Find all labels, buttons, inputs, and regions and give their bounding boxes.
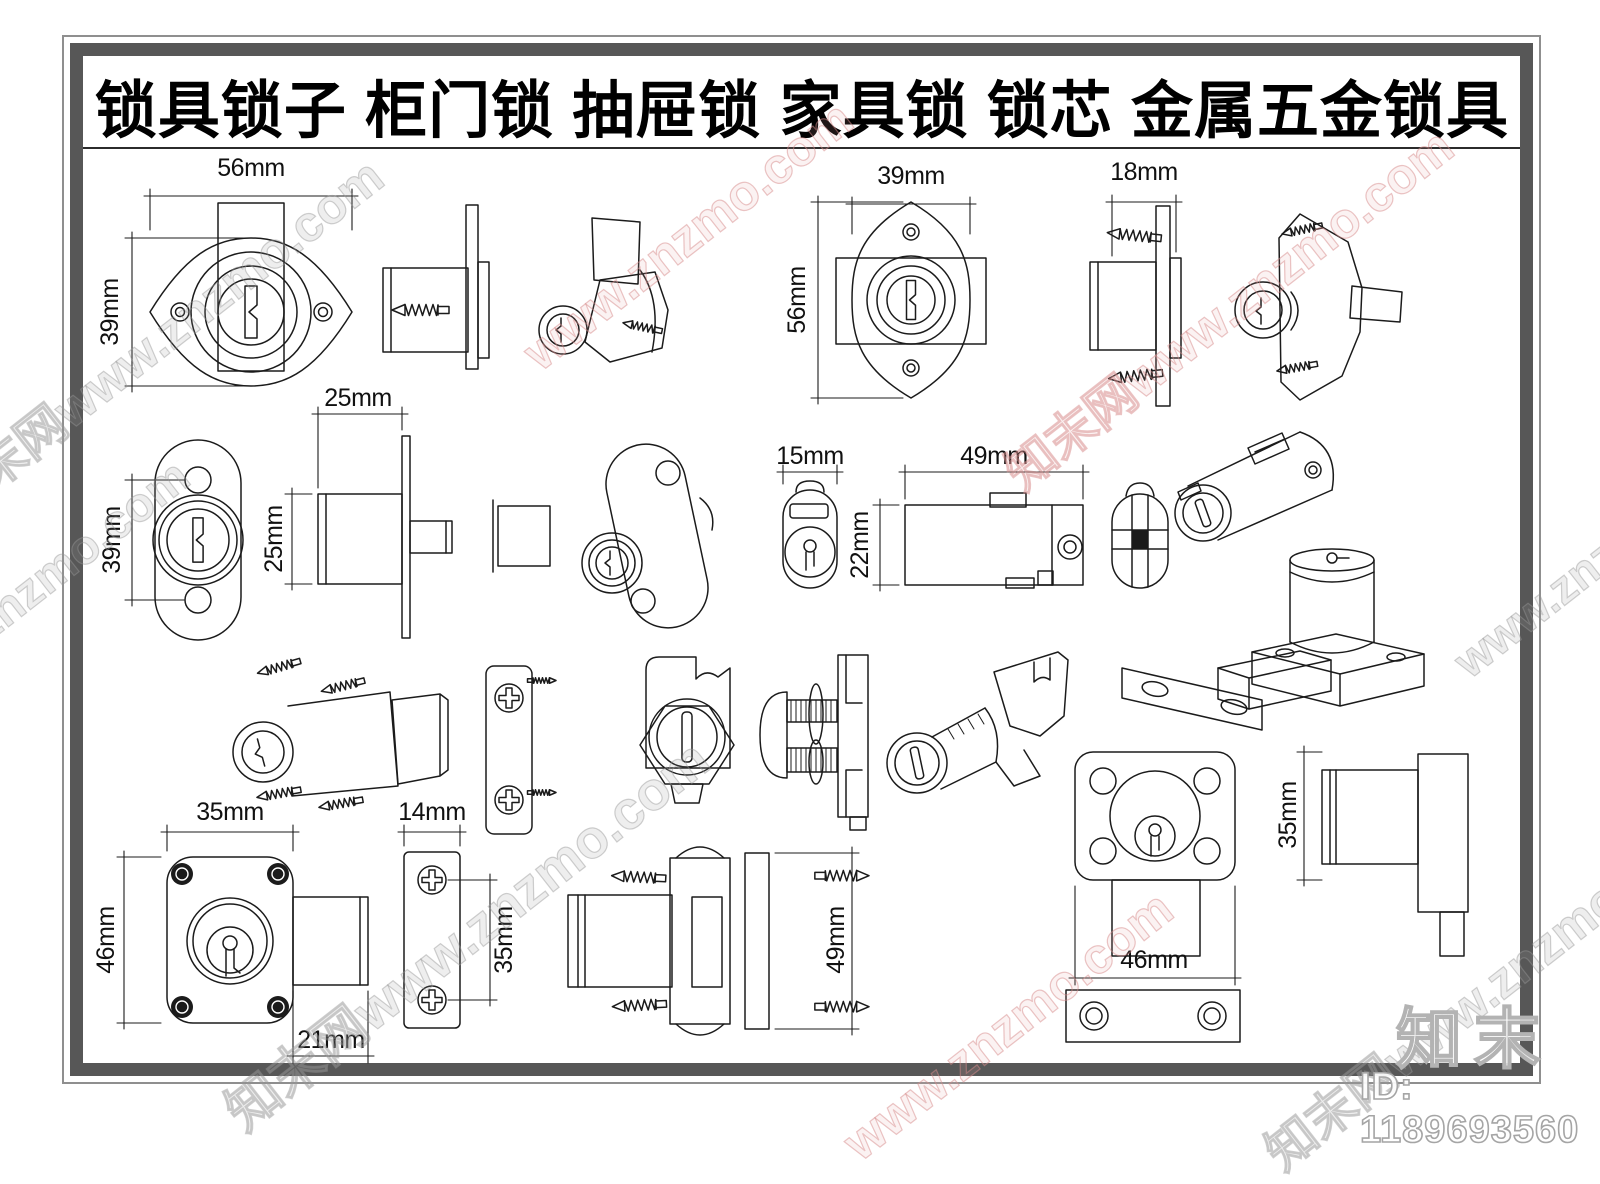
drawing-square-lock-front-2 — [1066, 752, 1241, 1042]
dim-diamond-lock-height: 39mm — [96, 278, 124, 346]
drawing-drawer-lock-3d — [1122, 549, 1424, 730]
dim-cylinder-side-depth: 18mm — [1110, 158, 1178, 186]
dim-diamond-lock-width: 56mm — [217, 154, 285, 182]
drawing-oval-lock-front — [125, 440, 243, 640]
sheet-id: ID: 1189693560 — [1359, 1065, 1580, 1152]
dim-oval-lock-height: 39mm — [98, 506, 126, 574]
drawing-drawer-lock-3d-screws — [233, 656, 448, 813]
page-title: 锁具锁子 柜门锁 抽屉锁 家具锁 锁芯 金属五金锁具 — [94, 77, 1510, 146]
dim-mini-oval-width: 15mm — [776, 442, 844, 470]
drawing-push-lock-side — [285, 407, 550, 638]
dim-side-lock-height: 49mm — [822, 906, 850, 974]
dim-lock-body-length: 49mm — [960, 442, 1028, 470]
drawing-mini-oval-face — [777, 465, 843, 588]
drawing-diamond-lock-front-vertical — [811, 196, 986, 404]
dim-push-lock-width: 25mm — [324, 384, 392, 412]
sheet-outer-border — [62, 35, 1541, 1084]
lock-drawings-canvas — [0, 0, 1600, 1125]
drawing-lock-3d-b — [1235, 214, 1402, 400]
drawing-square-lock-front — [117, 825, 374, 1063]
drawing-cam-lock-3d — [887, 652, 1068, 793]
drawing-cylinder-side-view — [1090, 195, 1182, 406]
drawing-strike-plate-front — [398, 825, 497, 1028]
drawing-lock-body-side — [873, 465, 1089, 591]
dim-bottom-lock-width: 46mm — [1120, 946, 1188, 974]
drawing-lock-side-screws — [568, 847, 870, 1035]
dim-push-lock-height: 25mm — [260, 505, 288, 573]
dim-lock-body-height: 22mm — [846, 511, 874, 579]
drawing-diamond-lock-front — [125, 189, 358, 392]
dim-bolt-width: 21mm — [297, 1026, 365, 1054]
title-divider — [83, 147, 1520, 149]
drawing-mini-oval-3d — [1112, 483, 1168, 588]
dim-vertical-diamond-height: 56mm — [783, 266, 811, 334]
dim-strike-plate-height: 35mm — [490, 906, 518, 974]
drawing-lock-side-view-2 — [1297, 746, 1468, 956]
sheet-border-band — [70, 43, 1533, 1076]
drawing-lock-3d-a — [539, 218, 668, 362]
dim-strike-plate-width: 14mm — [398, 798, 466, 826]
dim-vertical-diamond-width: 39mm — [877, 162, 945, 190]
drawing-cam-lock-side — [760, 655, 868, 830]
dim-square-lock-height: 46mm — [92, 906, 120, 974]
drawing-push-lock-3d — [582, 437, 715, 636]
znzmo-logo: 知末 — [1395, 1001, 1552, 1077]
dim-square-lock-width: 35mm — [196, 798, 264, 826]
dim-right-cylinder-height: 35mm — [1274, 781, 1302, 849]
drawing-strike-plate-3d — [486, 666, 557, 834]
drawing-cam-lock-front — [640, 657, 734, 803]
drawing-cylinder-lock-3d — [1175, 432, 1333, 541]
drawing-lock-side-view — [383, 205, 489, 369]
